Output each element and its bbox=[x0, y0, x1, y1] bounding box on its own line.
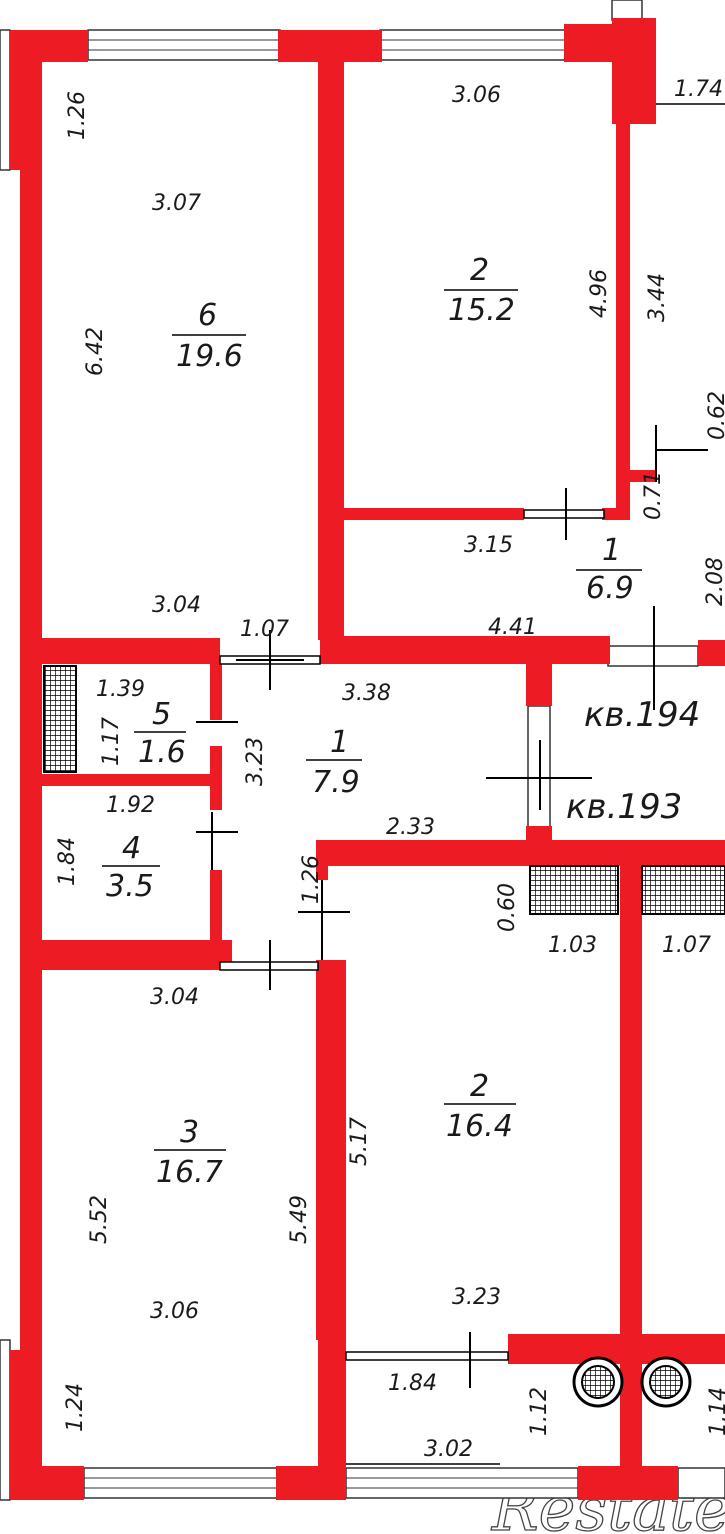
dim-3-06-top: 3.06 bbox=[452, 83, 501, 108]
dim-3-07: 3.07 bbox=[152, 191, 201, 216]
room-5-area: 1.6 bbox=[138, 735, 186, 770]
dimension-labels: 1.26 3.07 6.42 3.04 3.06 4.96 3.44 1.74 … bbox=[55, 77, 725, 1465]
room-2a-area: 15.2 bbox=[448, 293, 515, 328]
dim-0-71: 0.71 bbox=[641, 471, 666, 520]
apartment-193-label: кв.193 bbox=[566, 787, 682, 827]
dim-5-52: 5.52 bbox=[87, 1195, 112, 1244]
room-2b-number: 2 bbox=[470, 1069, 489, 1104]
door-openings bbox=[196, 425, 708, 1388]
dim-1-12: 1.12 bbox=[527, 1387, 552, 1436]
dim-1-07-top: 1.07 bbox=[240, 617, 289, 642]
room-5-number: 5 bbox=[152, 697, 171, 732]
dim-3-04-bot: 3.04 bbox=[150, 985, 199, 1010]
dim-5-17: 5.17 bbox=[347, 1117, 372, 1166]
dim-0-60: 0.60 bbox=[495, 883, 520, 932]
walls bbox=[10, 18, 725, 1500]
dim-1-03: 1.03 bbox=[548, 933, 597, 958]
room-labels: 6 19.6 2 15.2 1 6.9 5 1.6 1 7.9 4 3.5 3 … bbox=[102, 253, 642, 1190]
dim-3-23-h: 3.23 bbox=[452, 1285, 501, 1310]
room-1a-number: 1 bbox=[602, 533, 621, 568]
dim-6-42: 6.42 bbox=[83, 327, 108, 376]
room-2a-number: 2 bbox=[470, 253, 489, 288]
dim-4-96: 4.96 bbox=[587, 269, 612, 318]
room-4-number: 4 bbox=[122, 831, 141, 866]
dim-1-92: 1.92 bbox=[106, 793, 155, 818]
dim-0-62: 0.62 bbox=[705, 391, 725, 440]
room-1a-area: 6.9 bbox=[586, 571, 634, 606]
dim-3-38: 3.38 bbox=[342, 681, 391, 706]
shaft-right bbox=[641, 865, 725, 915]
shafts bbox=[43, 665, 725, 915]
dim-1-26-top: 1.26 bbox=[65, 91, 90, 140]
dim-2-08: 2.08 bbox=[703, 557, 725, 606]
dim-3-15: 3.15 bbox=[464, 533, 513, 558]
room-3-area: 16.7 bbox=[156, 1155, 223, 1190]
dim-5-49: 5.49 bbox=[287, 1195, 312, 1244]
room-6-number: 6 bbox=[198, 298, 217, 333]
room-3-number: 3 bbox=[180, 1115, 199, 1150]
dim-1-74: 1.74 bbox=[674, 77, 723, 102]
riser-pipes bbox=[572, 1356, 692, 1408]
dim-4-41: 4.41 bbox=[488, 615, 537, 640]
dim-1-24: 1.24 bbox=[63, 1383, 88, 1432]
dim-1-26-mid: 1.26 bbox=[299, 855, 324, 904]
room-1b-number: 1 bbox=[330, 725, 349, 760]
dim-3-06-bot: 3.06 bbox=[150, 1299, 199, 1324]
apartment-194-label: кв.194 bbox=[584, 695, 700, 735]
room-1b-area: 7.9 bbox=[312, 765, 360, 800]
dim-1-07-right: 1.07 bbox=[662, 933, 711, 958]
dim-1-14: 1.14 bbox=[706, 1387, 725, 1436]
dim-3-04-top: 3.04 bbox=[152, 593, 201, 618]
dim-1-84-v: 1.84 bbox=[55, 837, 80, 886]
dim-1-84-h: 1.84 bbox=[388, 1371, 437, 1396]
shaft-center bbox=[529, 865, 619, 915]
room-4-area: 3.5 bbox=[106, 869, 154, 904]
dim-3-44: 3.44 bbox=[645, 273, 670, 322]
room-2b-area: 16.4 bbox=[446, 1109, 513, 1144]
room-6-area: 19.6 bbox=[176, 339, 243, 374]
dim-3-02: 3.02 bbox=[424, 1437, 473, 1462]
dim-3-23-v: 3.23 bbox=[243, 737, 268, 786]
dim-1-17: 1.17 bbox=[99, 717, 124, 766]
dim-2-33: 2.33 bbox=[386, 815, 435, 840]
dim-1-39: 1.39 bbox=[96, 677, 145, 702]
shaft-left bbox=[43, 665, 77, 773]
